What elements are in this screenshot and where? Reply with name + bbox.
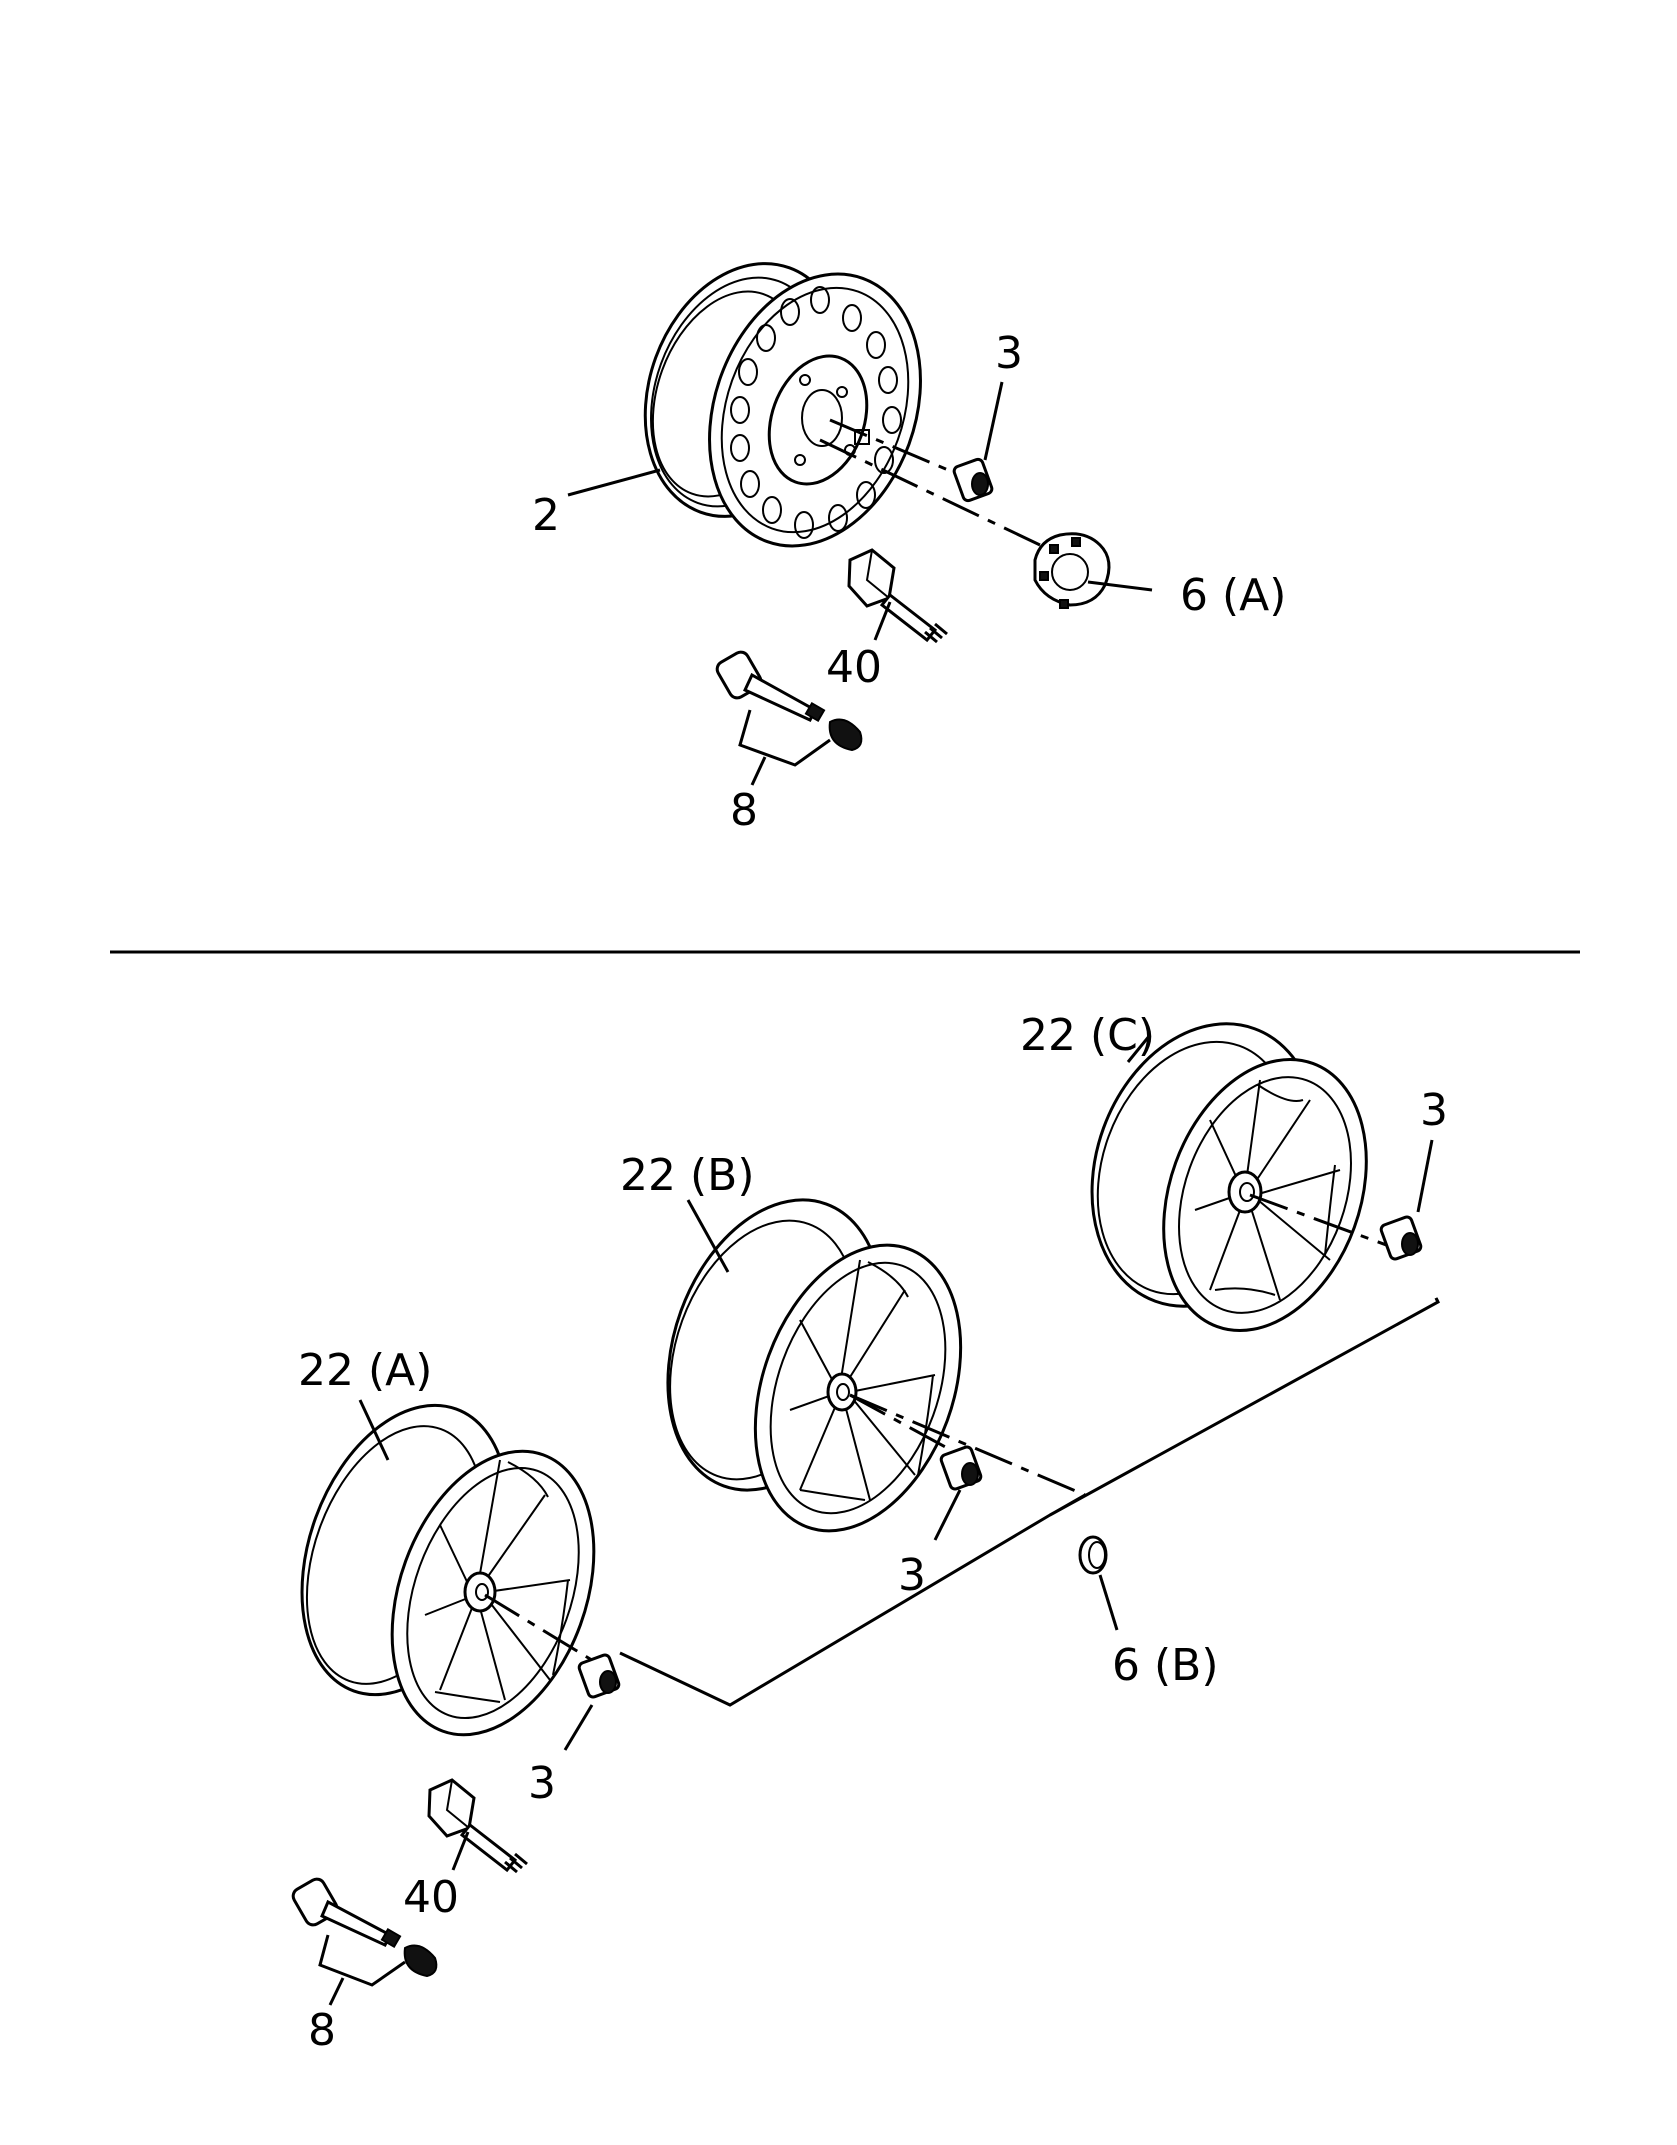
lug-nut-c xyxy=(1379,1215,1423,1261)
wheel-vent-holes xyxy=(730,286,902,539)
callout-wheel-a: 22 (A) xyxy=(298,1345,432,1396)
callout-wheel-b: 22 (B) xyxy=(620,1150,755,1201)
callout-wheel-steel: 2 xyxy=(532,490,560,541)
lug-nut-a xyxy=(577,1653,621,1699)
lug-nut-top xyxy=(952,457,994,503)
callout-cap-b: 6 (B) xyxy=(1112,1640,1219,1691)
callout-nut-b: 3 xyxy=(898,1550,926,1601)
alloy-wheel-c xyxy=(1090,1022,1368,1333)
callout-nut-a: 3 xyxy=(528,1758,556,1809)
callout-nut-c: 3 xyxy=(1420,1085,1448,1136)
steel-wheel xyxy=(643,262,922,548)
center-cap-b xyxy=(1078,1535,1108,1575)
callout-cap-a: 6 (A) xyxy=(1180,570,1286,621)
callout-nut-top: 3 xyxy=(995,328,1023,379)
alloy-wheel-a xyxy=(300,1403,596,1737)
callout-valve-top: 8 xyxy=(730,785,758,836)
tpms-sensor-bottom xyxy=(427,1778,528,1874)
valve-stem-top xyxy=(715,650,863,752)
callout-sensor-top: 40 xyxy=(826,642,882,693)
callout-valve-bottom: 8 xyxy=(308,2005,336,2056)
center-cap-a xyxy=(1033,532,1111,609)
tpms-sensor-top xyxy=(847,548,948,644)
valve-stem-bottom xyxy=(291,1877,438,1978)
callout-wheel-c: 22 (C) xyxy=(1020,1010,1155,1061)
callout-sensor-bottom: 40 xyxy=(403,1872,459,1923)
lug-nut-b xyxy=(939,1445,983,1491)
alloy-wheel-b xyxy=(666,1198,963,1533)
